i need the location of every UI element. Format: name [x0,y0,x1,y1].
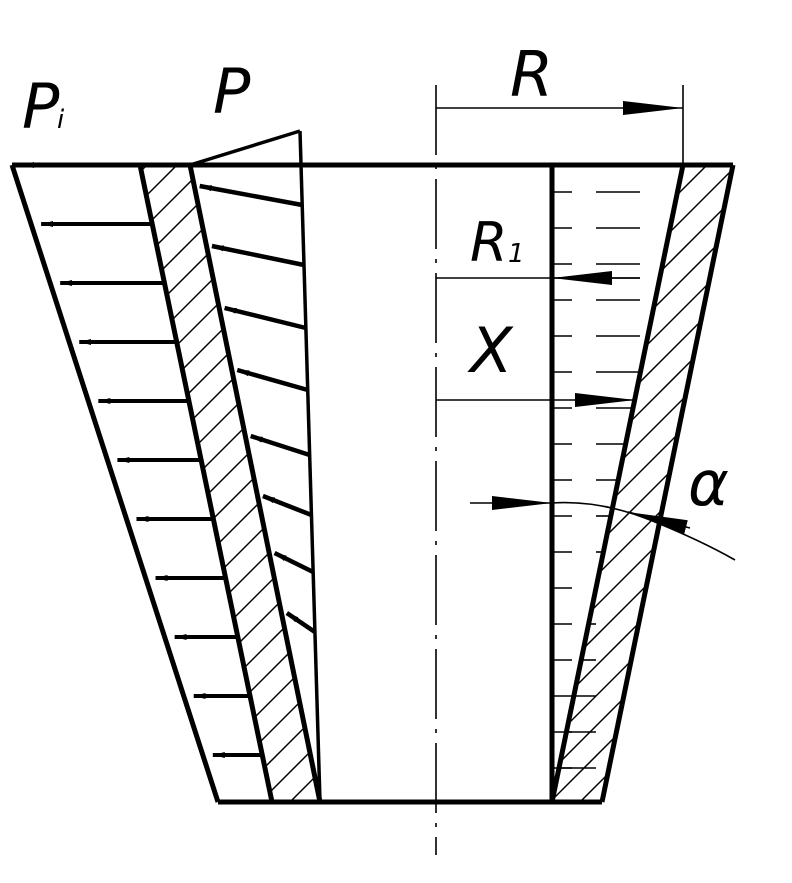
hatch-line [0,165,27,802]
pressure-p-distribution [189,129,322,803]
hatch-line [760,165,792,802]
hatch-line [0,165,57,802]
hatch-line [140,165,148,802]
hatch-line [0,165,527,802]
hatch-line [579,165,733,802]
hatch-line [552,165,678,802]
label-alpha: α [688,447,729,520]
hatch-line [140,165,320,802]
label-x: X [467,314,514,387]
pressure-arrow [236,367,309,393]
hatch-line [552,165,733,802]
vessel-outline [9,162,736,805]
hatch-line [140,165,320,802]
pressure-arrow [199,183,303,208]
hatch-line [140,165,320,802]
angle-alpha [470,496,736,561]
label-p: P [213,55,251,128]
liquid-fill-marks [552,191,640,769]
hatch-line [140,165,208,802]
hatch-line [140,165,320,802]
hatch-line [552,165,733,802]
right-wall-section [0,164,792,803]
label-r1-subscript: 1 [508,239,525,269]
pressure-arrow [273,550,315,575]
hatch-line [552,165,733,802]
label-p-i-subscript: i [57,105,65,135]
hatch-line [552,165,733,802]
hatch-line [552,165,733,802]
hatch-line [140,165,320,802]
hatch-line [140,165,178,802]
hatch-line [729,165,733,802]
hatch-line [140,165,298,802]
hatch-line [552,165,733,802]
dimension-r [436,85,684,165]
hatch-line [140,165,320,802]
label-r1: R [470,211,508,274]
hatch-line [140,165,320,802]
hatch-line [552,165,733,802]
hatch-line [0,165,467,802]
hatch-line [0,165,117,802]
hatch-line [169,165,320,802]
pressure-arrow [250,433,311,458]
pressure-arrow [285,611,317,634]
pressure-arrow [224,305,307,331]
hatch-line [552,165,708,802]
hatch-line [140,165,268,802]
pressure-arrow [211,243,305,268]
pressure-arrow [262,493,313,518]
left-wall-section [0,164,323,803]
label-p-i: P [22,70,60,143]
label-r: R [510,38,553,111]
pressure-pi-distribution [22,162,263,758]
hatch-line [140,165,320,802]
hatch-line [552,165,733,802]
